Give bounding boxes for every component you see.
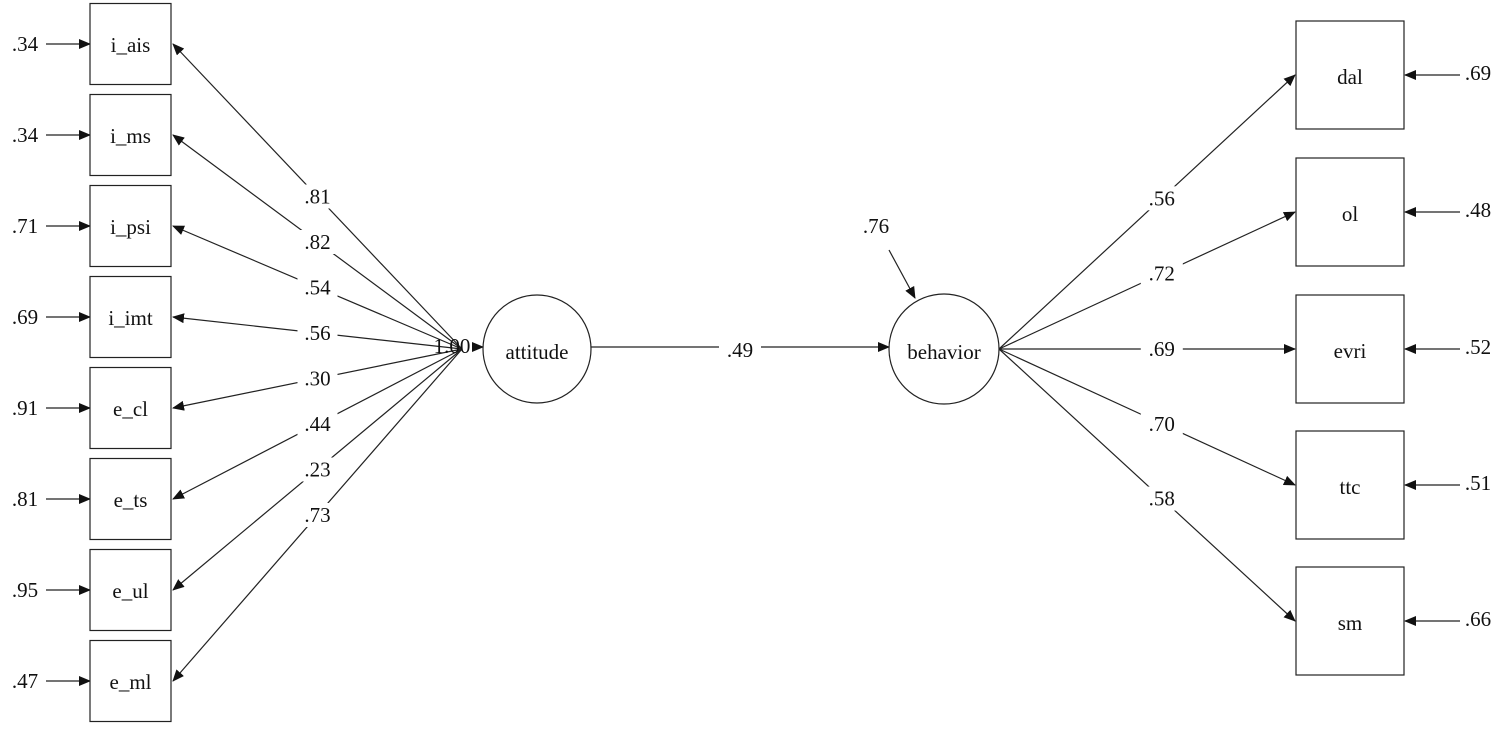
indicator-label: i_imt bbox=[108, 306, 153, 330]
indicator-box bbox=[89, 275, 172, 359]
latent-attitude: attitude bbox=[482, 294, 592, 404]
error-label-e_cl: .91 bbox=[12, 396, 38, 420]
loading-label-dal: .56 bbox=[1149, 186, 1175, 210]
loading-label-e_ts: .44 bbox=[304, 412, 331, 436]
indicator-label: dal bbox=[1337, 65, 1363, 89]
loading-label-i_imt-bg bbox=[297, 321, 338, 345]
indicator-evri: evri bbox=[1295, 294, 1405, 404]
behavior-residual-arrow bbox=[888, 249, 916, 299]
loading-label-e_ul-bg bbox=[297, 457, 338, 482]
indicator-i-ais: i_ais bbox=[89, 2, 172, 86]
error-label-sm: .66 bbox=[1465, 607, 1491, 631]
loading-arrow-dal bbox=[998, 74, 1296, 350]
error-label-i_ms: .34 bbox=[12, 123, 39, 147]
indicator-label: i_psi bbox=[110, 215, 151, 239]
loading-label-i_imt: .56 bbox=[304, 321, 330, 345]
indicator-label: i_ms bbox=[110, 124, 151, 148]
indicator-dal: dal bbox=[1295, 20, 1405, 130]
error-label-e_ts: .81 bbox=[12, 487, 38, 511]
indicator-box bbox=[1295, 20, 1405, 130]
indicator-i-imt: i_imt bbox=[89, 275, 172, 359]
indicator-label: i_ais bbox=[111, 33, 151, 57]
indicator-ttc: ttc bbox=[1295, 430, 1405, 540]
indicator-e-ml: e_ml bbox=[89, 639, 172, 723]
indicator-box bbox=[89, 184, 172, 268]
loading-label-ol: .72 bbox=[1149, 262, 1175, 286]
loading-arrow-sm bbox=[998, 348, 1296, 622]
loading-label-e_ts-bg bbox=[297, 412, 338, 436]
indicator-label: e_ts bbox=[114, 488, 148, 512]
error-label-i_ais: .34 bbox=[12, 32, 39, 56]
indicator-box bbox=[89, 548, 172, 632]
attitude-variance-label: 1.00 bbox=[434, 334, 471, 358]
indicator-box bbox=[89, 639, 172, 723]
error-label-e_ul: .95 bbox=[12, 578, 38, 602]
loading-label-sm: .58 bbox=[1149, 487, 1175, 511]
loading-label-e_ul: .23 bbox=[304, 458, 330, 482]
indicator-i-ms: i_ms bbox=[89, 93, 172, 177]
indicator-e-ul: e_ul bbox=[89, 548, 172, 632]
indicator-label: e_cl bbox=[113, 397, 148, 421]
loading-label-ttc-bg bbox=[1140, 411, 1183, 436]
latent-label: attitude bbox=[506, 340, 569, 364]
behavior-residual-label: .76 bbox=[863, 214, 889, 238]
loading-label-ol-bg bbox=[1140, 261, 1183, 286]
structural-coef-label: .49 bbox=[727, 338, 753, 362]
loading-label-i_ais: .81 bbox=[304, 185, 330, 209]
latent-circle bbox=[482, 294, 592, 404]
error-label-i_imt: .69 bbox=[12, 305, 38, 329]
loading-label-i_ms-bg bbox=[297, 230, 338, 254]
latent-behavior: behavior bbox=[888, 293, 1000, 405]
error-label-ol: .48 bbox=[1465, 198, 1491, 222]
loading-label-e_cl-bg bbox=[297, 366, 338, 391]
indicator-label: sm bbox=[1338, 611, 1363, 635]
indicator-label: ttc bbox=[1340, 475, 1361, 499]
indicator-e-ts: e_ts bbox=[89, 457, 172, 541]
loading-label-i_ms: .82 bbox=[304, 230, 330, 254]
error-label-ttc: .51 bbox=[1465, 471, 1491, 495]
loading-label-i_ais-bg bbox=[297, 184, 338, 209]
loading-label-ttc: .70 bbox=[1149, 412, 1175, 436]
error-label-i_psi: .71 bbox=[12, 214, 38, 238]
loading-label-sm-bg bbox=[1140, 486, 1183, 511]
indicator-box bbox=[1295, 294, 1405, 404]
indicator-box bbox=[89, 93, 172, 177]
indicator-i-psi: i_psi bbox=[89, 184, 172, 268]
indicator-box bbox=[89, 457, 172, 541]
indicator-label: ol bbox=[1342, 202, 1359, 226]
indicator-box bbox=[89, 2, 172, 86]
indicator-sm: sm bbox=[1295, 566, 1405, 676]
loading-label-dal-bg bbox=[1140, 186, 1183, 211]
indicator-e-cl: e_cl bbox=[89, 366, 172, 450]
indicator-label: e_ul bbox=[112, 579, 148, 603]
loading-label-e_cl: .30 bbox=[304, 367, 330, 391]
error-label-e_ml: .47 bbox=[12, 669, 38, 693]
loading-label-evri: .69 bbox=[1149, 337, 1175, 361]
loading-label-e_ml-bg bbox=[297, 503, 338, 527]
loading-label-i_psi-bg bbox=[297, 275, 338, 300]
indicator-box bbox=[1295, 566, 1405, 676]
indicator-label: e_ml bbox=[110, 670, 152, 694]
loading-label-i_psi: .54 bbox=[304, 276, 331, 300]
latent-circle bbox=[888, 293, 1000, 405]
loading-label-e_ml: .73 bbox=[304, 503, 330, 527]
error-label-dal: .69 bbox=[1465, 61, 1491, 85]
structural-coef-label-bg bbox=[719, 338, 761, 362]
indicator-box bbox=[89, 366, 172, 450]
indicator-box bbox=[1295, 430, 1405, 540]
loading-label-evri-bg bbox=[1140, 337, 1183, 361]
indicator-box bbox=[1295, 157, 1405, 267]
latent-label: behavior bbox=[907, 340, 980, 364]
indicator-label: evri bbox=[1334, 339, 1367, 363]
indicator-ol: ol bbox=[1295, 157, 1405, 267]
error-label-evri: .52 bbox=[1465, 335, 1491, 359]
